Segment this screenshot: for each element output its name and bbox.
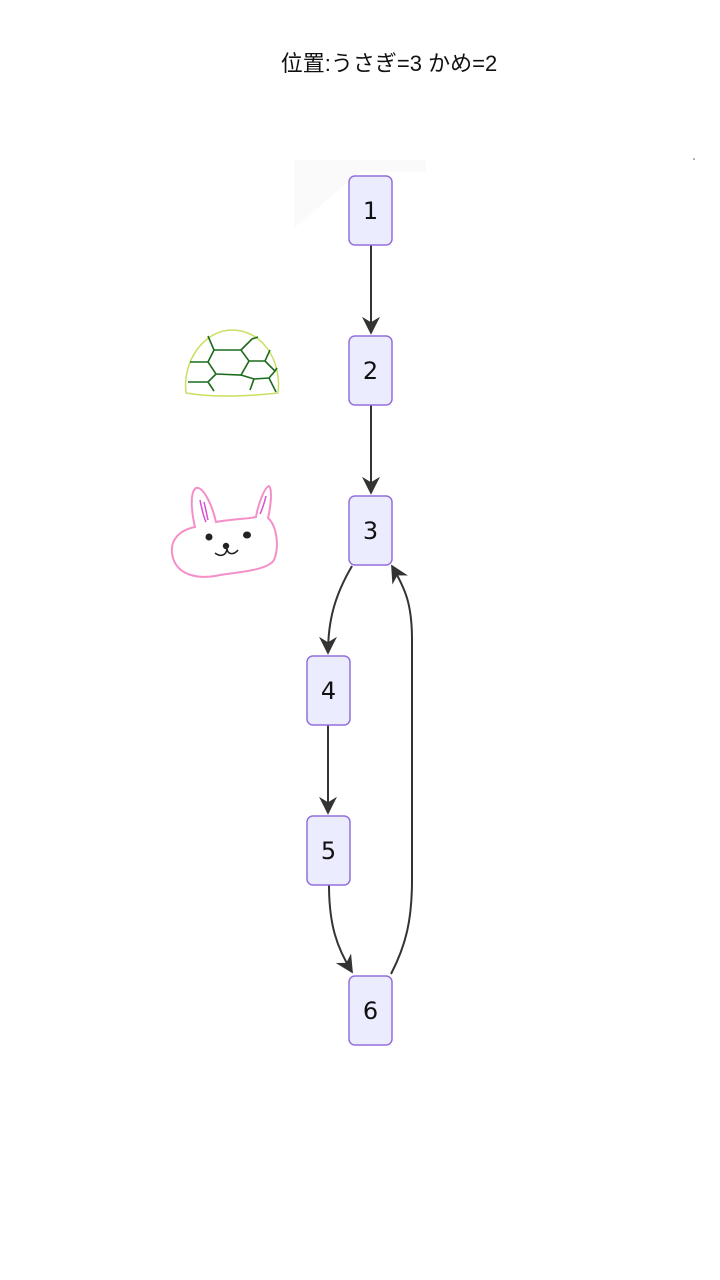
- node-3[interactable]: 3: [348, 495, 393, 566]
- node-1[interactable]: 1: [348, 175, 393, 246]
- node-2[interactable]: 2: [348, 335, 393, 406]
- node-label: 6: [363, 997, 378, 1025]
- background-shape: [294, 160, 426, 228]
- node-label: 2: [363, 357, 378, 385]
- node-label: 4: [321, 677, 336, 705]
- node-label: 3: [363, 517, 378, 545]
- turtle-icon: [184, 329, 280, 397]
- node-label: 5: [321, 837, 336, 865]
- rabbit-icon: [170, 484, 278, 578]
- node-5[interactable]: 5: [306, 815, 351, 886]
- position-title: 位置:うさぎ=3 かめ=2: [280, 51, 498, 76]
- node-6[interactable]: 6: [348, 975, 393, 1046]
- edge-6-3: [390, 564, 413, 975]
- node-4[interactable]: 4: [306, 655, 351, 726]
- edge-3-4: [319, 565, 353, 655]
- dot: [693, 158, 695, 160]
- node-label: 1: [363, 197, 378, 225]
- edge-5-6: [328, 884, 353, 974]
